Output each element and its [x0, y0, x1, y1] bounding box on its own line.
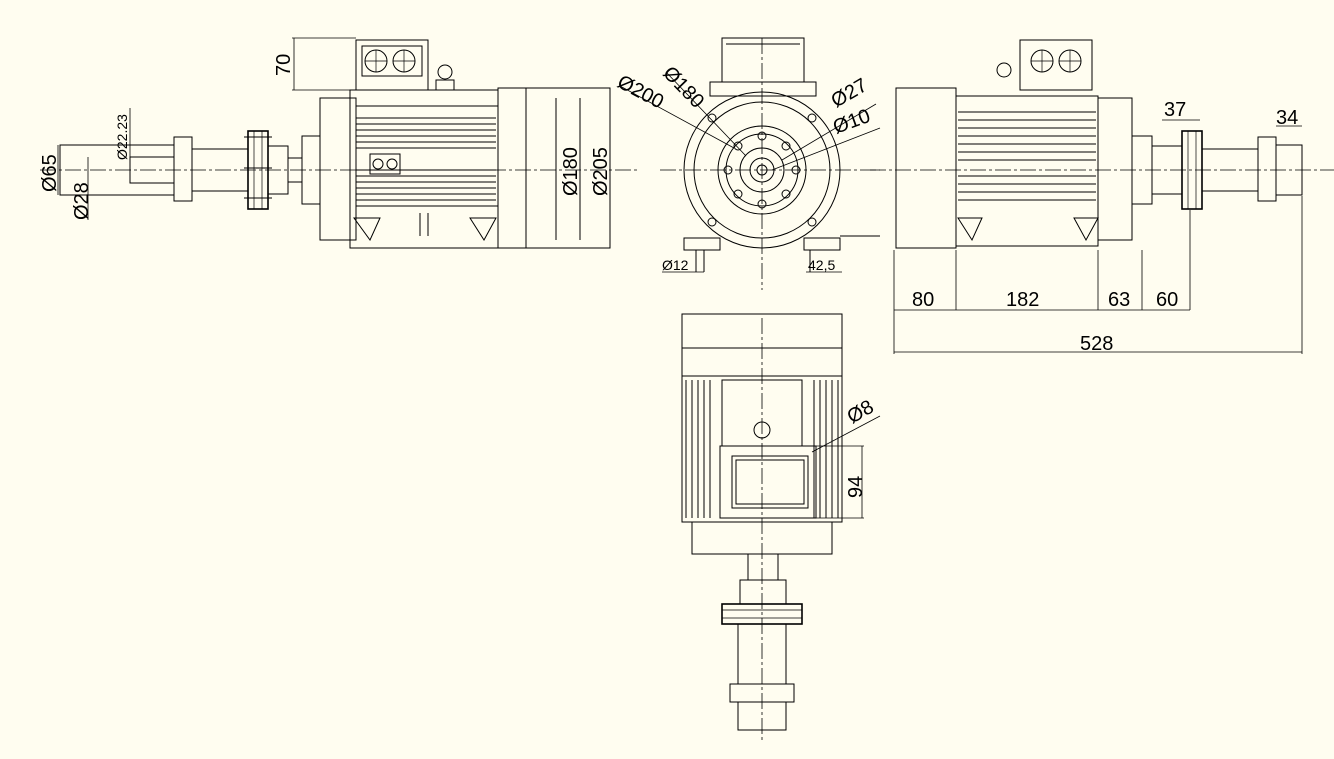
dim-len-182: 182 — [1006, 289, 1039, 311]
right-side-view: 80 182 63 60 528 37 34 — [870, 39, 1334, 355]
dim-dia-65: Ø65 — [39, 154, 61, 192]
dim-dia-22-23: Ø22.23 — [114, 114, 130, 160]
dim-dia-12: Ø12 — [662, 257, 689, 273]
dim-len-37: 37 — [1164, 99, 1186, 121]
dim-dia-180-side: Ø180 — [560, 147, 582, 196]
terminal-box-left — [355, 39, 429, 91]
dim-len-63: 63 — [1108, 289, 1130, 311]
nameplate — [369, 153, 401, 175]
dim-dia-28: Ø28 — [71, 182, 93, 220]
front-view: Ø200 Ø180 Ø27 Ø10 Ø12 42,5 — [614, 37, 881, 290]
terminal-box-bottom — [719, 445, 817, 519]
dim-height-70: 70 — [273, 54, 295, 76]
dim-len-528: 528 — [1080, 333, 1113, 355]
dim-len-80: 80 — [912, 289, 934, 311]
lifting-eye-right — [996, 62, 1012, 78]
terminal-box-right — [1019, 39, 1093, 91]
cooling-fins-left — [356, 117, 496, 201]
terminal-box-front — [721, 37, 805, 83]
bolt-holes — [707, 113, 817, 227]
dim-dia-205: Ø205 — [590, 147, 612, 196]
left-side-view: 70 Ø65 Ø28 Ø22.23 Ø180 Ø205 — [39, 37, 640, 249]
flange-outer-circle — [683, 91, 841, 249]
dim-dist-42-5: 42,5 — [808, 257, 835, 273]
cooling-fins-right — [958, 111, 1096, 201]
dim-height-94: 94 — [845, 476, 867, 498]
dim-len-60: 60 — [1156, 289, 1178, 311]
fins-bottom-right — [813, 380, 839, 518]
dim-dia-180-front: Ø180 — [658, 62, 708, 112]
bottom-view: Ø8 94 — [681, 313, 881, 740]
lifting-eye-left — [437, 64, 453, 80]
dim-dia-8: Ø8 — [844, 396, 878, 428]
dim-len-34: 34 — [1276, 107, 1298, 129]
fins-bottom-left — [685, 380, 711, 518]
